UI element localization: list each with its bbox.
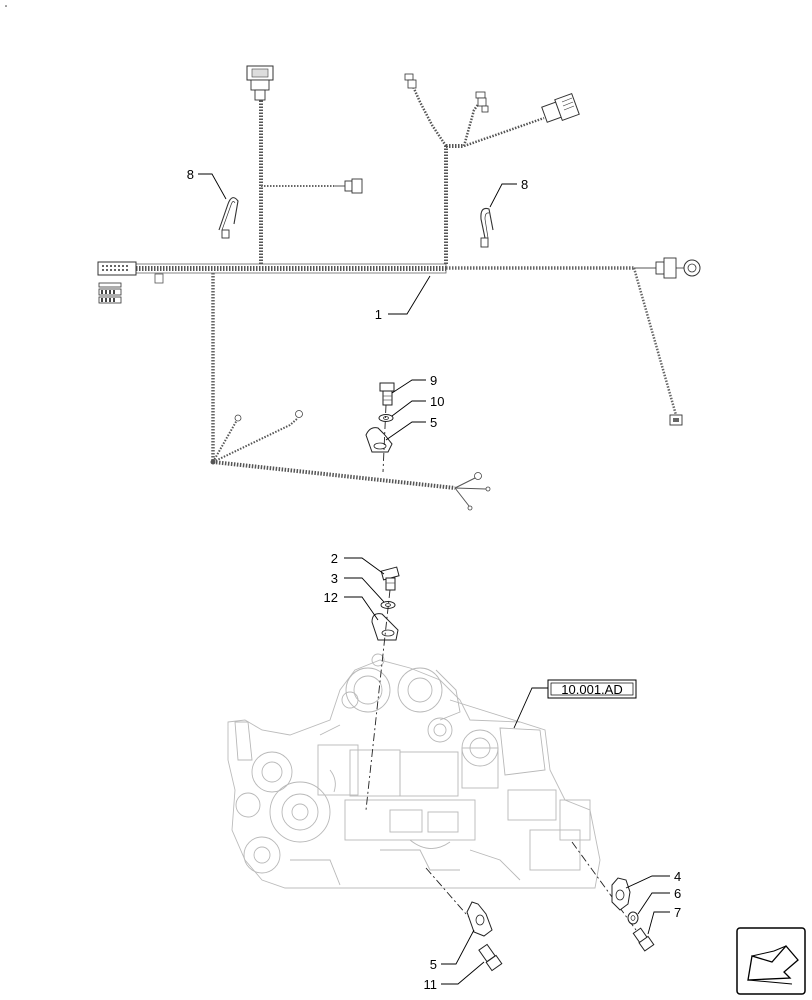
bolt-7 xyxy=(632,927,655,952)
callout-8-right: 8 xyxy=(521,177,528,192)
bolt-9 xyxy=(379,382,395,406)
callout-1: 1 xyxy=(375,307,382,322)
arrow-icon[interactable] xyxy=(736,927,806,995)
wiring-harness xyxy=(97,65,701,511)
callout-4: 4 xyxy=(674,869,681,884)
bolt-11 xyxy=(478,943,503,972)
bolt-2 xyxy=(380,566,400,591)
reference-box[interactable]: 10.001.AD xyxy=(547,679,637,699)
callout-10: 10 xyxy=(430,394,444,409)
callout-3: 3 xyxy=(331,571,338,586)
reference-label: 10.001.AD xyxy=(561,682,622,697)
callout-8-left: 8 xyxy=(187,167,194,182)
clip-5-bottom xyxy=(466,901,493,937)
callout-5-mid: 5 xyxy=(430,415,437,430)
strap-right xyxy=(480,207,494,248)
callout-7: 7 xyxy=(674,905,681,920)
callout-11: 11 xyxy=(424,977,438,992)
clip-4 xyxy=(611,877,631,911)
callout-6: 6 xyxy=(674,886,681,901)
engine-outline xyxy=(227,653,601,889)
washer-10 xyxy=(378,414,394,422)
corner-mark xyxy=(5,5,7,7)
leader-lines xyxy=(198,173,670,985)
clip-5-mid xyxy=(365,427,393,453)
washer-6 xyxy=(627,911,639,925)
callout-2: 2 xyxy=(331,551,338,566)
strap-left xyxy=(218,197,239,239)
callout-9: 9 xyxy=(430,373,437,388)
top-centerline xyxy=(365,589,391,811)
washer-3 xyxy=(380,601,396,609)
callout-12: 12 xyxy=(324,590,338,605)
callout-5-bottom: 5 xyxy=(430,957,437,972)
right-centerline xyxy=(571,841,637,931)
mid-centerline xyxy=(382,404,387,473)
